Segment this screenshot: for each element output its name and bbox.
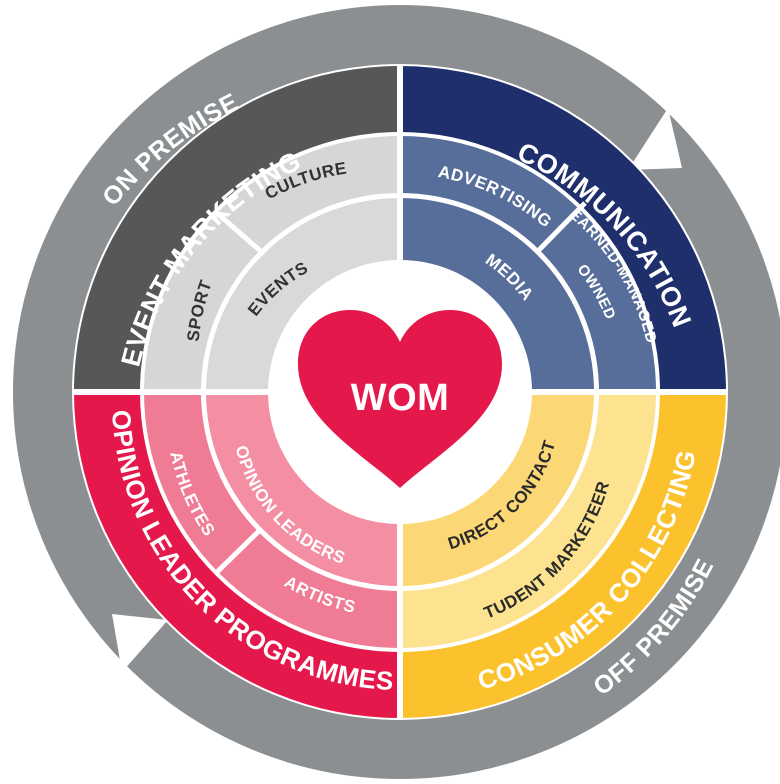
arrow-bottom-left	[112, 614, 168, 672]
heart-icon	[298, 310, 502, 488]
arrow-top-right	[628, 108, 682, 170]
center-label: WOM	[351, 377, 450, 419]
